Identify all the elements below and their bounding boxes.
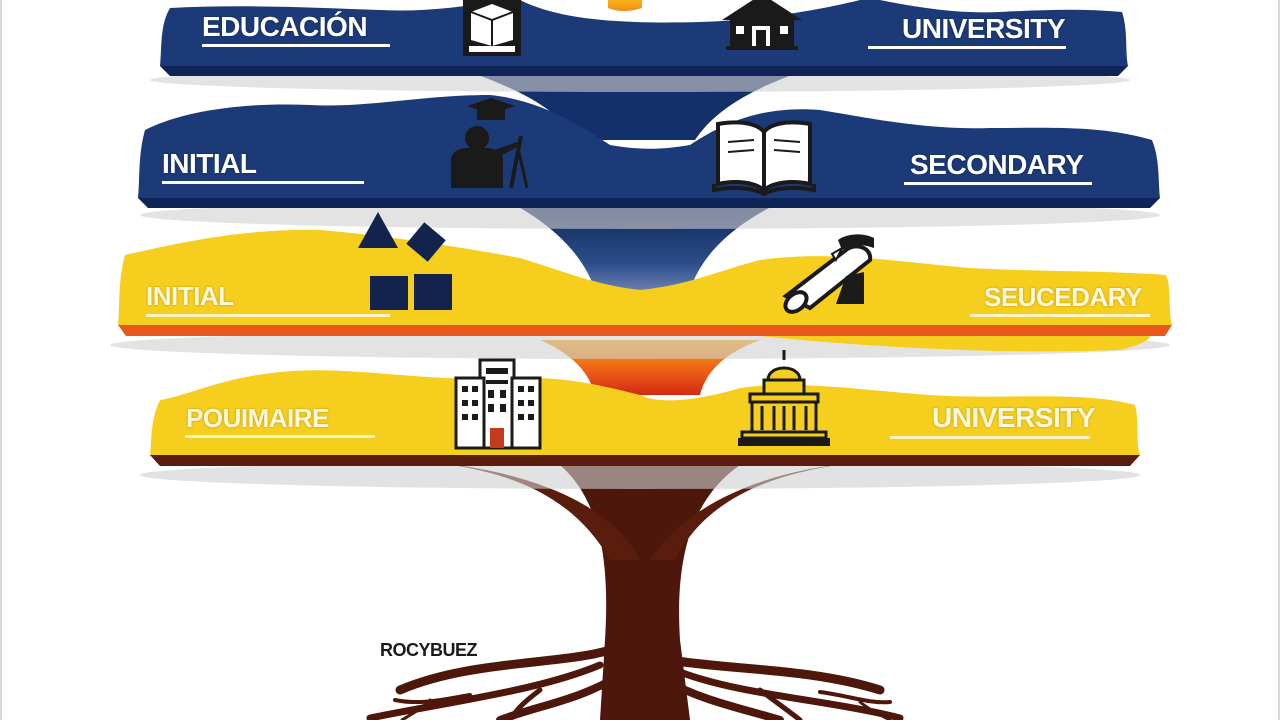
underline-tier3-right: [970, 314, 1150, 317]
capitol-building-icon: [738, 350, 830, 446]
tier-2-right-label: SECONDARY: [910, 149, 1084, 180]
tier-3-left-label: INITIAL: [146, 281, 234, 311]
shapes-icon: [358, 212, 452, 310]
tier-2-band: [138, 95, 1160, 229]
tier-4-right-label: UNIVERSITY: [932, 402, 1096, 433]
tier-1-right-label: UNIVERSITY: [902, 13, 1066, 44]
tier-1-left-label: EDUCACIÓN: [202, 11, 368, 42]
tree-trunk: [430, 462, 860, 720]
tree-roots: [366, 645, 904, 720]
tier-4-left-label: POUIMAIRE: [186, 403, 329, 433]
underline-tier2-right: [904, 182, 1092, 185]
underline-tier1-right: [868, 46, 1066, 49]
tier-2-left-label: INITIAL: [162, 148, 257, 179]
diploma-scroll-icon: [782, 234, 874, 314]
underline-tier1-left: [202, 44, 390, 47]
tier-4-band: [140, 370, 1140, 489]
book-stack-icon: [463, 0, 521, 56]
underline-tier3-left: [146, 314, 390, 317]
underline-tier2-left: [162, 181, 364, 184]
school-building-icon: [454, 358, 542, 450]
open-book-icon: [712, 120, 816, 197]
tier-3-right-label: SEUCEDARY: [984, 282, 1142, 312]
underline-tier4-left: [185, 435, 375, 438]
school-house-icon: [722, 0, 802, 50]
tier-1-band: [150, 0, 1130, 92]
author-signature: ROCYBUEZ: [380, 640, 478, 660]
teacher-icon: [451, 98, 529, 189]
underline-tier4-right: [890, 436, 1090, 439]
